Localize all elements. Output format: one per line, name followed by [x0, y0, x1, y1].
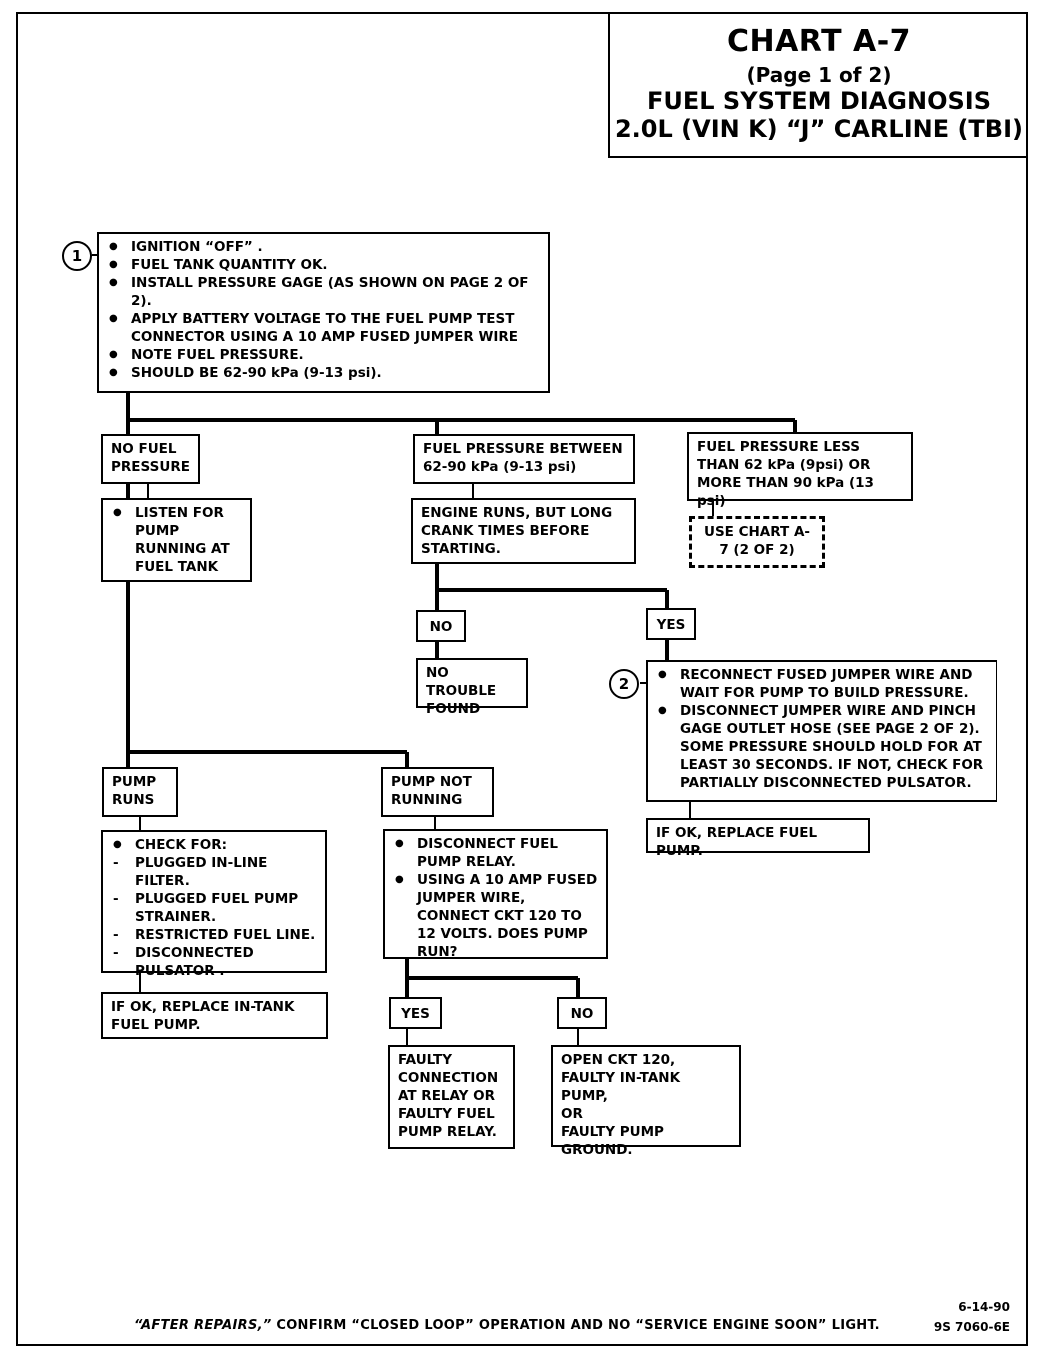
step-1-item: SHOULD BE 62-90 kPa (9-13 psi).: [107, 364, 540, 382]
step-2-item: DISCONNECT JUMPER WIRE AND PINCH GAGE OU…: [656, 702, 988, 792]
relay-yes-label: YES: [389, 997, 442, 1029]
relay-test-list: DISCONNECT FUEL PUMP RELAY. USING A 10 A…: [393, 835, 598, 961]
step-1-item: IGNITION “OFF” .: [107, 238, 540, 256]
after-repairs-text: “AFTER REPAIRS,”: [134, 1318, 272, 1333]
step-2-item: RECONNECT FUSED JUMPER WIRE AND WAIT FOR…: [656, 666, 988, 702]
revision-date: 6-14-90: [958, 1300, 1010, 1314]
title-block: CHART A-7 (Page 1 of 2) FUEL SYSTEM DIAG…: [608, 12, 1028, 158]
check-item: RESTRICTED FUEL LINE.: [111, 926, 317, 944]
pressure-abnormal-box: FUEL PRESSURE LESS THAN 62 kPa (9psi) OR…: [687, 432, 913, 509]
check-item: DISCONNECTED PULSATOR .: [111, 944, 317, 980]
page-border: [16, 12, 1028, 1346]
relay-test-box: DISCONNECT FUEL PUMP RELAY. USING A 10 A…: [383, 829, 608, 961]
footer-note: “AFTER REPAIRS,” CONFIRM “CLOSED LOOP” O…: [134, 1318, 880, 1333]
check-for-box: CHECK FOR: PLUGGED IN-LINE FILTER. PLUGG…: [101, 830, 327, 979]
chart-subtitle: 2.0L (VIN K) “J” CARLINE (TBI): [614, 115, 1023, 143]
step-2-list: RECONNECT FUSED JUMPER WIRE AND WAIT FOR…: [656, 666, 988, 792]
listen-pump-text: LISTEN FOR PUMP RUNNING AT FUEL TANK: [111, 504, 242, 576]
step-1-item: INSTALL PRESSURE GAGE (AS SHOWN ON PAGE …: [107, 274, 540, 310]
check-item: PLUGGED FUEL PUMP STRAINER.: [111, 890, 317, 926]
relay-test-item: USING A 10 AMP FUSED JUMPER WIRE, CONNEC…: [393, 871, 598, 961]
step-2-box: RECONNECT FUSED JUMPER WIRE AND WAIT FOR…: [646, 660, 997, 802]
chart-id: CHART A-7: [726, 24, 912, 59]
footer-instruction: CONFIRM “CLOSED LOOP” OPERATION AND NO “…: [271, 1318, 880, 1333]
page-border-top: [16, 12, 1028, 14]
replace-in-tank-pump-box: IF OK, REPLACE IN-TANK FUEL PUMP.: [101, 992, 328, 1039]
step-2-marker: 2: [609, 669, 639, 699]
document-code: 9S 7060-6E: [933, 1320, 1010, 1334]
pump-runs-box: PUMP RUNS: [102, 767, 178, 817]
check-for-title: CHECK FOR:: [111, 836, 317, 854]
no-trouble-found-box: NO TROUBLE FOUND: [416, 658, 528, 717]
faulty-relay-box: FAULTY CONNECTION AT RELAY OR FAULTY FUE…: [388, 1045, 515, 1149]
check-for-list: CHECK FOR: PLUGGED IN-LINE FILTER. PLUGG…: [111, 836, 317, 980]
step-1-item: NOTE FUEL PRESSURE.: [107, 346, 540, 364]
relay-no-label: NO: [557, 997, 607, 1029]
pressure-normal-box: FUEL PRESSURE BETWEEN 62-90 kPa (9-13 ps…: [413, 434, 635, 484]
pump-not-running-box: PUMP NOT RUNNING: [381, 767, 494, 817]
step-1-marker: 1: [62, 241, 92, 271]
replace-fuel-pump-box: IF OK, REPLACE FUEL PUMP.: [646, 818, 870, 859]
step-1-item: FUEL TANK QUANTITY OK.: [107, 256, 540, 274]
crank-no-label: NO: [416, 610, 466, 642]
open-ckt-120-line: OPEN CKT 120, FAULTY IN-TANK PUMP,: [561, 1052, 681, 1104]
step-1-box: IGNITION “OFF” . FUEL TANK QUANTITY OK. …: [97, 232, 550, 393]
open-ckt-120-box: OPEN CKT 120, FAULTY IN-TANK PUMP, OR FA…: [551, 1045, 741, 1158]
faulty-ground-line: FAULTY PUMP GROUND.: [561, 1124, 664, 1158]
listen-pump-box: LISTEN FOR PUMP RUNNING AT FUEL TANK: [101, 498, 252, 582]
step-1-item: APPLY BATTERY VOLTAGE TO THE FUEL PUMP T…: [107, 310, 540, 346]
step-1-list: IGNITION “OFF” . FUEL TANK QUANTITY OK. …: [107, 238, 540, 382]
relay-test-item: DISCONNECT FUEL PUMP RELAY.: [393, 835, 598, 871]
page-indicator: (Page 1 of 2): [746, 63, 892, 87]
crank-yes-label: YES: [646, 608, 696, 640]
check-item: PLUGGED IN-LINE FILTER.: [111, 854, 317, 890]
use-chart-a7-page2-box: USE CHART A-7 (2 OF 2): [689, 516, 825, 568]
or-line: OR: [561, 1106, 583, 1122]
no-fuel-pressure-box: NO FUEL PRESSURE: [101, 434, 200, 484]
long-crank-box: ENGINE RUNS, BUT LONG CRANK TIMES BEFORE…: [411, 498, 636, 564]
chart-title: FUEL SYSTEM DIAGNOSIS: [647, 87, 991, 115]
